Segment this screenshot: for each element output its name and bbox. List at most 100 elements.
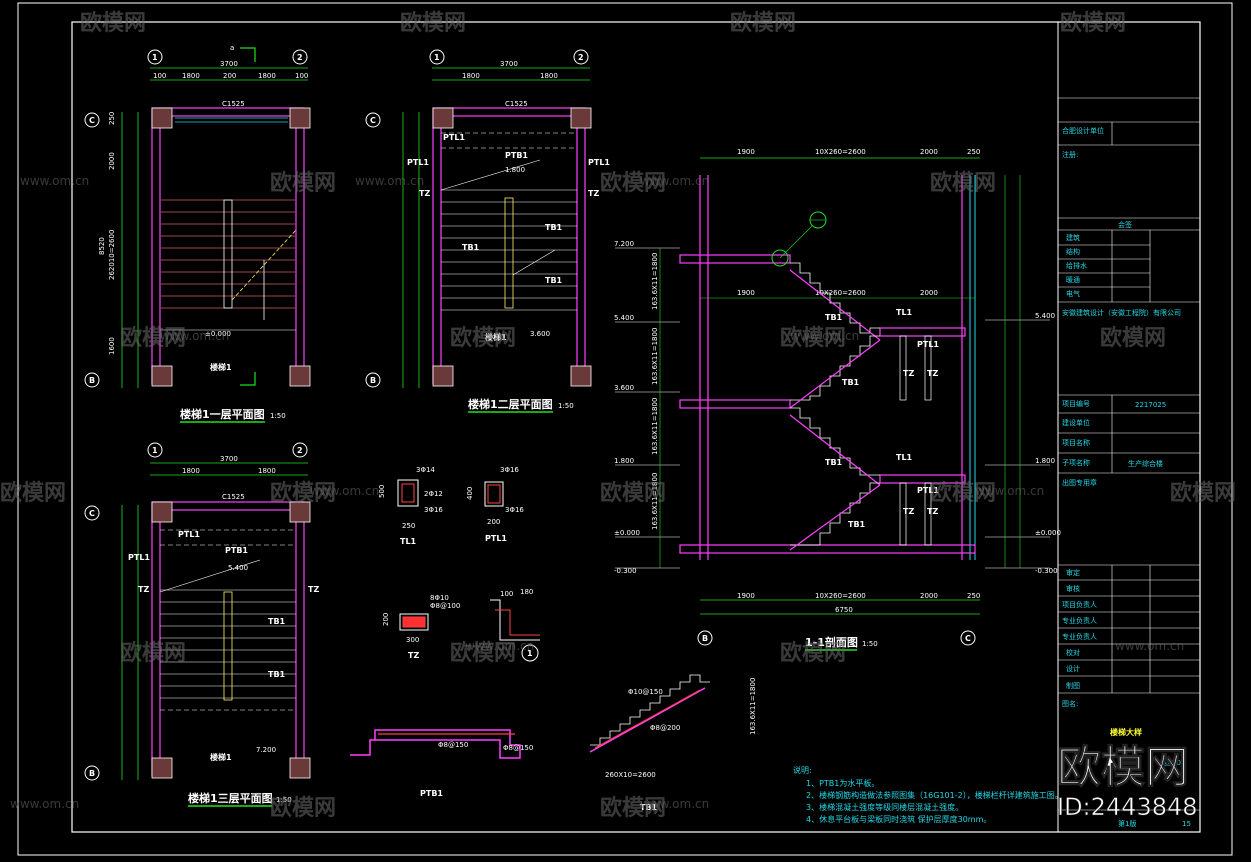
- plan2-dim-b: 1800: [462, 72, 480, 80]
- wm-url-1: www.om.cn: [20, 174, 89, 188]
- plan3-level-a: 5.400: [228, 564, 248, 572]
- plan1-dim-a: 100: [153, 72, 166, 80]
- plan3-scale: 1:50: [276, 796, 292, 804]
- plan2-label-ptl1-top: PTL1: [443, 133, 465, 142]
- wm-3: 欧模网: [730, 10, 796, 36]
- ptl1-dim-4: 400: [466, 487, 474, 500]
- axis-b-label: B: [89, 376, 95, 385]
- plan3-axis-c: C: [89, 509, 95, 518]
- tb-drawing-title: 楼梯大样: [1110, 727, 1142, 737]
- section-axis-c: C: [965, 634, 971, 643]
- plan2-label-tb1-a: TB1: [462, 243, 480, 252]
- outer-frame: [17, 2, 1233, 856]
- plan3-title: 楼梯1三层平面图: [188, 791, 273, 805]
- node1-name: 1: [527, 649, 533, 658]
- plan2-label-tb1-b: TB1: [545, 223, 563, 232]
- plan1-dim-left-b: 2000: [108, 152, 116, 170]
- section-dim-mid-a: 1900: [737, 289, 755, 297]
- plan3-label-ptl1-top: PTL1: [178, 530, 200, 539]
- section-vdim-4: 163.6X11=1800: [651, 473, 659, 530]
- note-4: 4、休息平台板与梁板同时浇筑 保护层厚度30mm。: [806, 814, 991, 824]
- ptl1-dim-2: 3Φ16: [505, 506, 524, 514]
- wm-7: 欧模网: [930, 170, 996, 196]
- section-level-left-5: ±0.000: [614, 529, 640, 537]
- section-vdim-3: 163.6X11=1800: [651, 398, 659, 455]
- section-level-left-3: 3.600: [614, 384, 634, 392]
- plan3-dim-b: 1800: [182, 467, 200, 475]
- note-1: 1、PTB1为水平板。: [806, 778, 879, 788]
- wm-logo-id: ID:2443848: [1057, 793, 1198, 821]
- tz-dim-3: 300: [406, 636, 419, 644]
- section-dim-top-d: 250: [967, 148, 980, 156]
- plan2-level-b: 3.600: [530, 330, 550, 338]
- section-label-tb1-3: TB1: [825, 458, 843, 467]
- tl1-dim-5: 500: [378, 485, 386, 498]
- section-level-left-1: 7.200: [614, 240, 634, 248]
- plan2-axis-b: B: [370, 376, 376, 385]
- tz-dim-2: Φ8@100: [430, 602, 460, 610]
- tb-header1: 合肥设计单位: [1062, 126, 1104, 135]
- section-level-right-3: ±0.000: [1035, 529, 1061, 537]
- wm-10: 欧模网: [780, 325, 846, 351]
- plan-2: 1 2 C B 3700 1800 1800 C1525: [365, 49, 610, 413]
- plan1-title: 楼梯1一层平面图: [180, 407, 265, 421]
- tl1-dim-2: 2Φ12: [424, 490, 443, 498]
- plan1-dim-b: 1800: [182, 72, 200, 80]
- section-dim-bot-d: 250: [967, 592, 980, 600]
- section-scale: 1:50: [862, 640, 878, 648]
- wm-url-6: www.om.cn: [310, 484, 379, 498]
- tb-drawing-no: 结施-07: [1160, 758, 1185, 767]
- plan2-title: 楼梯1二层平面图: [468, 397, 553, 411]
- tb-version: 第1版: [1118, 819, 1136, 828]
- section-dim-bot-c: 2000: [920, 592, 938, 600]
- section-label-tz-2: TZ: [927, 369, 938, 378]
- section-label-tb1-4: TB1: [848, 520, 866, 529]
- ptb1-name: PTB1: [420, 789, 443, 798]
- wm-5: 欧模网: [270, 170, 336, 196]
- section-level-right-4: -0.300: [1035, 567, 1058, 575]
- note-3: 3、楼梯混凝土强度等级同楼层混凝土强度。: [806, 802, 963, 812]
- section-dim-mid-b: 10X260=2600: [815, 289, 866, 297]
- axis-2-bubble: [292, 49, 308, 65]
- section-dim-total: 6750: [835, 606, 853, 614]
- plan2-axis-c: C: [370, 116, 376, 125]
- plan1-scale: 1:50: [270, 412, 286, 420]
- tb1-dim-1: 260X10=2600: [605, 771, 656, 779]
- plan2-axis-2: 2: [578, 53, 584, 62]
- section-vdim-2: 163.6X11=1800: [651, 328, 659, 385]
- plan2-label-tz-left: TZ: [419, 189, 430, 198]
- wm-6: 欧模网: [600, 170, 666, 196]
- wm-url-9: www.om.cn: [1115, 639, 1184, 653]
- tb-project-no: 2217025: [1135, 401, 1166, 409]
- tb-sub-project-label: 子项名称: [1062, 458, 1090, 467]
- wm-21: 欧模网: [600, 795, 666, 821]
- section-level-left-4: 1.800: [614, 457, 634, 465]
- plan3-axis-1: 1: [152, 446, 158, 455]
- tb-row-2: 结构: [1066, 247, 1080, 256]
- plan2-stair-label: 楼梯1: [485, 332, 507, 342]
- plan2-axis-1: 1: [434, 53, 440, 62]
- section-dim-top-b: 10X260=2600: [815, 148, 866, 156]
- tb-sign-1: 审定: [1066, 568, 1080, 577]
- plan3-axis-2: 2: [297, 446, 303, 455]
- plan1-dim-c: 200: [223, 72, 236, 80]
- plan3-label-tb1-b: TB1: [268, 670, 286, 679]
- axis-c-bubble: [84, 112, 100, 128]
- plan2-dim-total: 3700: [500, 60, 518, 68]
- section-label-tz-1: TZ: [903, 369, 914, 378]
- wm-12: 欧模网: [0, 480, 66, 506]
- plan2-label-ptl1-right: PTL1: [588, 158, 610, 167]
- detail-tl1: 3Φ14 2Φ12 3Φ16 250 500 TL1: [378, 466, 443, 546]
- wm-2: 欧模网: [400, 10, 466, 36]
- plan1-dim-left-e: 1600: [108, 337, 116, 355]
- section-dim-top-c: 2000: [920, 148, 938, 156]
- axis-1-label: 1: [152, 53, 158, 62]
- section-axis-b: B: [702, 634, 708, 643]
- ptl1-name: PTL1: [485, 534, 507, 543]
- tb-sign-7: 设计: [1066, 664, 1080, 673]
- section-label-tz-3: TZ: [903, 507, 914, 516]
- tb-row-3: 给排水: [1066, 261, 1087, 270]
- ptb1-dim-2: Φ8@150: [503, 744, 533, 752]
- tb1-name: TB1: [640, 803, 658, 812]
- wm-20: 欧模网: [270, 795, 336, 821]
